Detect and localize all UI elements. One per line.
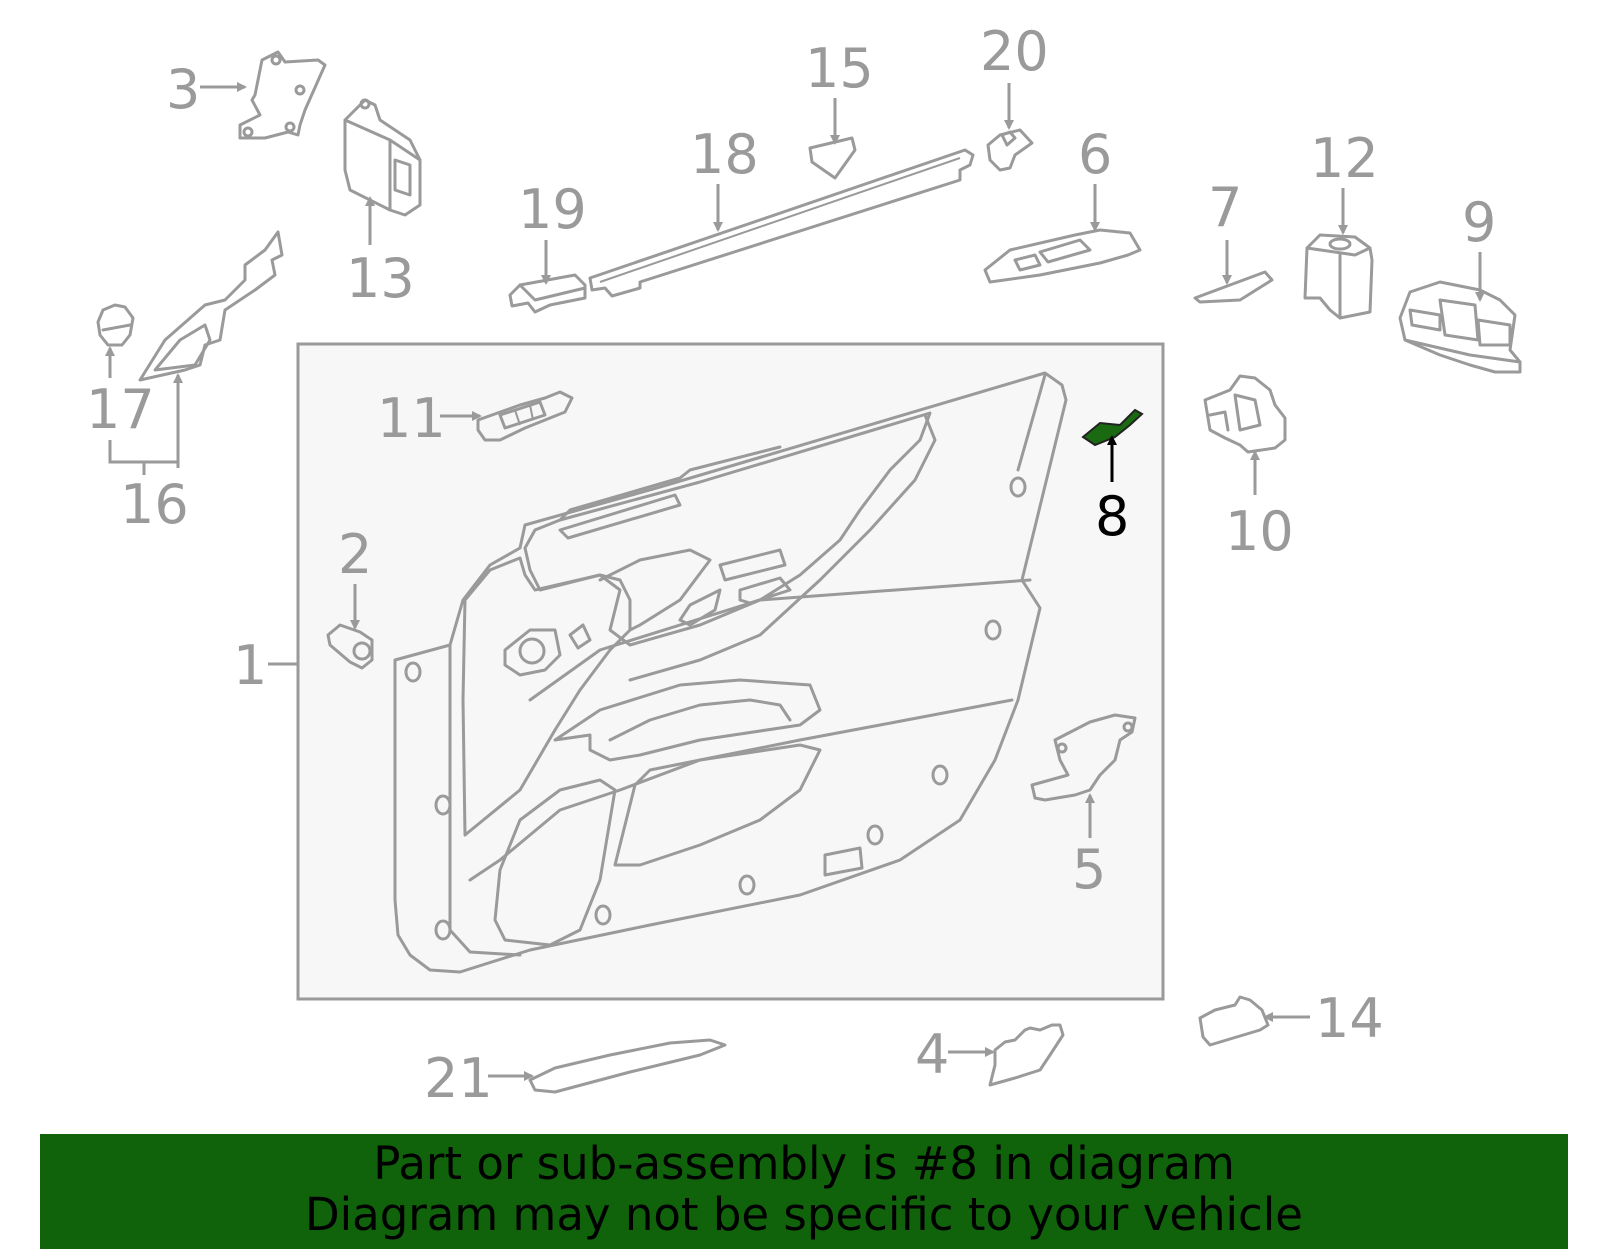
part-12-switch: [1303, 233, 1374, 320]
callout-3: 3: [166, 58, 200, 121]
callout-13: 13: [346, 247, 415, 310]
callout-15: 15: [805, 37, 874, 100]
part-9-master-switch: [1398, 280, 1522, 374]
door-panel-box: [296, 342, 1165, 1001]
callout-19: 19: [518, 178, 587, 241]
banner-line-2: Diagram may not be specific to your vehi…: [305, 1188, 1303, 1241]
part-13-module: [343, 98, 422, 217]
part-8-clip-highlighted: [1081, 408, 1144, 447]
part-5-bracket: [1030, 713, 1137, 802]
part-17-clip: [96, 303, 135, 347]
callout-1: 1: [233, 634, 267, 697]
callout-6: 6: [1078, 123, 1112, 186]
part-20-clip: [986, 128, 1034, 172]
callout-16: 16: [120, 473, 189, 536]
callout-20: 20: [980, 20, 1049, 83]
leader-lines: [105, 82, 1485, 1081]
parts-diagram: 3 13 17 16 19 18 15 20 6 7 12 9 10 8 11 …: [86, 20, 1522, 1110]
part-11-switch: [476, 390, 574, 442]
callout-18: 18: [690, 123, 759, 186]
part-21-garnish: [528, 1038, 727, 1094]
callout-9: 9: [1462, 191, 1496, 254]
callout-12: 12: [1310, 127, 1379, 190]
part-10-lock-switch: [1203, 374, 1287, 454]
callout-14: 14: [1315, 987, 1384, 1050]
info-banner: Part or sub-assembly is #8 in diagram Di…: [40, 1134, 1568, 1249]
part-4-garnish: [988, 1023, 1065, 1087]
callout-2: 2: [338, 523, 372, 586]
callout-8: 8: [1095, 485, 1129, 548]
part-18-weatherstrip: [588, 148, 975, 298]
part-16-trim-bracket: [138, 230, 284, 382]
callout-10: 10: [1225, 500, 1294, 563]
part-6-switch-bezel: [983, 228, 1142, 284]
callout-17: 17: [86, 378, 155, 441]
part-7-cover: [1193, 270, 1274, 304]
callout-11: 11: [377, 387, 446, 450]
part-15-cap: [808, 136, 857, 180]
callout-4: 4: [915, 1023, 949, 1086]
callout-5: 5: [1072, 838, 1106, 901]
banner-line-1: Part or sub-assembly is #8 in diagram: [373, 1137, 1235, 1190]
part-14-clip: [1198, 995, 1270, 1047]
part-2-clip: [326, 623, 374, 670]
callout-7: 7: [1208, 176, 1242, 239]
part-1-door-trim-board: [393, 371, 1068, 974]
part-3-bracket: [238, 50, 327, 140]
callout-21: 21: [424, 1047, 493, 1110]
